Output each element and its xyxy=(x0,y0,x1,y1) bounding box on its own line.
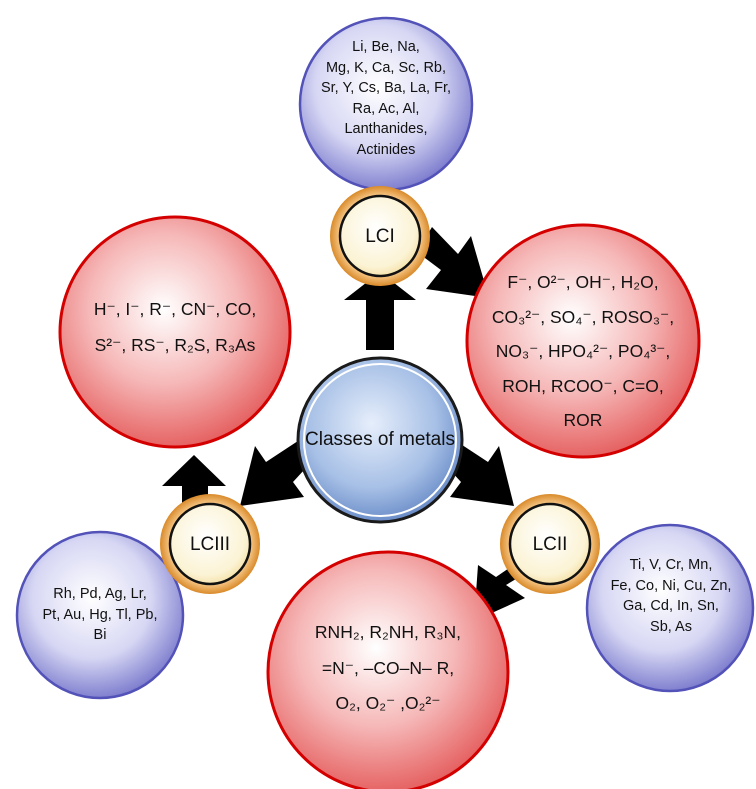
metals-circle-lciii xyxy=(15,530,185,700)
text-line: Ra, Ac, Al, xyxy=(352,100,420,117)
text-line: Sr, Y, Cs, Ba, La, Fr, xyxy=(320,80,452,96)
metals-text-lciii: Rh, Pd, Ag, Lr, Pt, Au, Hg, Tl, Pb, Bi xyxy=(16,587,184,649)
node-lci-label: LCI xyxy=(365,226,395,247)
ligands-text-lci: F⁻, O²⁻, OH⁻, H₂O, CO₃²⁻, SO₄⁻, ROSO₃⁻, NO… xyxy=(470,272,696,447)
text-line: S²⁻, RS⁻, R₂S, R₃As xyxy=(94,334,256,355)
metals-text-lcii: Ti, V, Cr, Mn, Fe, Co, Ni, Cu, Zn, Ga, Cd,… xyxy=(590,558,752,640)
ligands-text-lcii: RNH₂, R₂NH, R₃N, =N⁻, –CO–N– R, O₂, O₂⁻ ,O… xyxy=(283,622,493,731)
ligands-circle-lcii xyxy=(266,550,510,789)
node-lcii-disc xyxy=(508,502,592,586)
text-line: Actinides xyxy=(356,141,416,158)
text-line: ROH, RCOO⁻, C=O, xyxy=(502,375,664,396)
node-lcii-label: LCII xyxy=(532,534,568,555)
node-lciii-label: LCIII xyxy=(189,534,231,555)
text-line: F⁻, O²⁻, OH⁻, H₂O, xyxy=(507,272,659,292)
ligands-text-lciii: H⁻, I⁻, R⁻, CN⁻, CO, S²⁻, RS⁻, R₂S, R₃As xyxy=(70,299,280,372)
text-line: RNH₂, R₂NH, R₃N, xyxy=(314,622,462,642)
text-line: NO₃⁻, HPO₄²⁻, PO₄³⁻, xyxy=(495,341,671,361)
node-lciii-disc xyxy=(168,502,252,586)
arrow-lci-to-ligands xyxy=(417,227,489,298)
text-line: Fe, Co, Ni, Cu, Zn, xyxy=(610,577,732,594)
text-line: H⁻, I⁻, R⁻, CN⁻, CO, xyxy=(93,299,257,319)
text-line: O₂, O₂⁻ ,O₂²⁻ xyxy=(335,693,441,713)
metals-text-lci: Li, Be, Na, Mg, K, Ca, Sc, Rb, Sr, Y, Cs, … xyxy=(296,40,476,163)
text-line: =N⁻, –CO–N– R, xyxy=(321,657,455,678)
center-circle-inner-ring xyxy=(303,363,457,517)
text-line: Lanthanides, xyxy=(344,121,428,137)
arrow-center-to-lci xyxy=(344,272,416,350)
ligands-circle-lci xyxy=(465,223,701,459)
ligands-circle-lciii xyxy=(58,215,292,449)
text-line: ROR xyxy=(563,410,603,430)
text-line: Bi xyxy=(93,627,107,643)
node-lci-disc xyxy=(338,194,422,278)
text-line: Rh, Pd, Ag, Lr, xyxy=(53,586,147,602)
arrow-lciii-to-ligands xyxy=(162,455,226,512)
text-line: Pt, Au, Hg, Tl, Pb, xyxy=(42,606,158,623)
center-circle xyxy=(296,356,464,524)
arrow-lcii-to-ligands xyxy=(474,555,556,621)
text-line: Sb, As xyxy=(650,618,692,635)
text-line: Ti, V, Cr, Mn, xyxy=(629,557,713,573)
center-label: Classes of metals xyxy=(305,429,455,450)
text-line: Ga, Cd, In, Sn, xyxy=(623,598,719,614)
text-line: Mg, K, Ca, Sc, Rb, xyxy=(325,59,447,76)
metals-circle-lcii xyxy=(585,523,755,693)
text-line: CO₃²⁻, SO₄⁻, ROSO₃⁻, xyxy=(491,306,675,327)
arrow-center-to-lciii xyxy=(240,437,316,506)
text-line: Li, Be, Na, xyxy=(352,39,420,55)
